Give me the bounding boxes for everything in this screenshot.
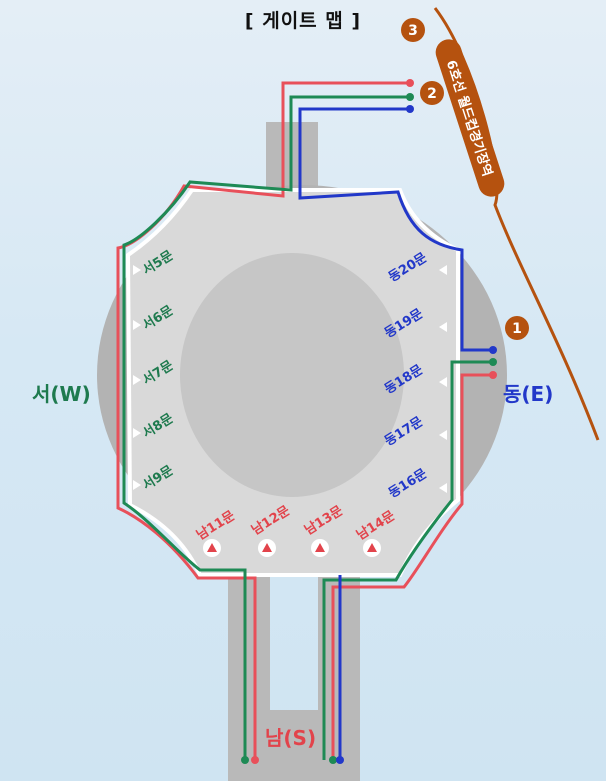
page-title: [ 게이트 맵 ] (244, 10, 362, 32)
direction-south: 남(S) (265, 726, 317, 750)
green-route (122, 95, 410, 760)
svg-text:2: 2 (427, 86, 437, 102)
subway-line (433, 7, 600, 441)
subway-exit-2: 2 (420, 81, 444, 105)
svg-text:3: 3 (408, 23, 418, 39)
south-walkway (228, 560, 360, 781)
green-route-east (322, 360, 493, 760)
blue-route (298, 107, 493, 352)
direction-west: 서(W) (32, 382, 91, 406)
red-route-east (331, 373, 493, 760)
direction-east: 동(E) (503, 382, 554, 406)
station-label: 6호선 월드컵경기장역 (435, 39, 505, 197)
inner-field (180, 253, 404, 497)
subway-exit-3: 3 (401, 18, 425, 42)
subway-exit-1: 1 (505, 316, 529, 340)
svg-text:1: 1 (512, 321, 522, 337)
